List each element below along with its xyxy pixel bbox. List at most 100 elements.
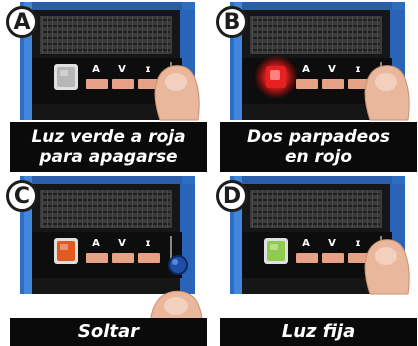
vent-rib bbox=[322, 190, 323, 228]
vent-slot bbox=[252, 37, 380, 39]
button-label: A bbox=[302, 238, 310, 249]
vent-rib bbox=[57, 190, 58, 228]
vent-rib bbox=[352, 190, 353, 228]
vent-rib bbox=[267, 16, 268, 54]
vent-rib bbox=[372, 16, 373, 54]
vent-rib bbox=[357, 16, 358, 54]
vent-rib bbox=[87, 190, 88, 228]
vent-rib bbox=[152, 16, 153, 54]
vent-rib bbox=[277, 190, 278, 228]
vent-rib bbox=[72, 16, 73, 54]
button-label: V bbox=[118, 64, 126, 75]
vent-rib bbox=[82, 16, 83, 54]
vent-slot bbox=[252, 205, 380, 207]
vent-rib bbox=[107, 16, 108, 54]
vent-rib bbox=[122, 16, 123, 54]
vent-slot bbox=[252, 217, 380, 219]
step-caption: Soltar bbox=[10, 318, 207, 346]
control-button bbox=[112, 253, 134, 263]
vent-slot bbox=[252, 193, 380, 195]
vent-rib bbox=[97, 16, 98, 54]
vent-slot bbox=[252, 223, 380, 225]
vent-rib bbox=[307, 190, 308, 228]
vent-rib bbox=[97, 190, 98, 228]
vent-rib bbox=[257, 16, 258, 54]
vent-rib bbox=[147, 190, 148, 228]
vent-rib bbox=[147, 16, 148, 54]
housing-highlight bbox=[234, 176, 242, 294]
button-label: A bbox=[92, 238, 100, 249]
vent-rib bbox=[112, 190, 113, 228]
vent-rib bbox=[117, 16, 118, 54]
step-caption: Luz fija bbox=[220, 318, 417, 346]
vent-rib bbox=[87, 16, 88, 54]
housing-highlight bbox=[24, 2, 32, 120]
vent-rib bbox=[287, 190, 288, 228]
control-button bbox=[322, 253, 344, 263]
vent-rib bbox=[297, 16, 298, 54]
vent-rib bbox=[142, 190, 143, 228]
vent-rib bbox=[157, 16, 158, 54]
vent-rib bbox=[257, 190, 258, 228]
vent-rib bbox=[322, 16, 323, 54]
vent-rib bbox=[342, 16, 343, 54]
button-label: V bbox=[118, 238, 126, 249]
led-highlight bbox=[60, 244, 68, 250]
status-led bbox=[57, 67, 75, 87]
vent-rib bbox=[62, 16, 63, 54]
fingernail bbox=[164, 297, 188, 315]
vent-rib bbox=[342, 190, 343, 228]
vent-rib bbox=[167, 190, 168, 228]
vent-slot bbox=[42, 31, 170, 33]
control-button bbox=[322, 79, 344, 89]
caption-line-2: para apagarse bbox=[39, 147, 178, 167]
fingernail bbox=[165, 73, 187, 91]
vent-rib bbox=[252, 190, 253, 228]
vent-rib bbox=[317, 16, 318, 54]
vent-rib bbox=[277, 16, 278, 54]
vent-rib bbox=[107, 190, 108, 228]
vent-rib bbox=[102, 190, 103, 228]
button-label: ɪ bbox=[145, 238, 150, 249]
vent-rib bbox=[57, 16, 58, 54]
vent-rib bbox=[92, 190, 93, 228]
vent-rib bbox=[297, 190, 298, 228]
vent-rib bbox=[282, 190, 283, 228]
vent-rib bbox=[122, 190, 123, 228]
vent-rib bbox=[332, 16, 333, 54]
vent-rib bbox=[367, 16, 368, 54]
vent-rib bbox=[262, 190, 263, 228]
step-badge: D bbox=[216, 180, 248, 212]
vent-rib bbox=[112, 16, 113, 54]
control-button bbox=[112, 79, 134, 89]
vent-rib bbox=[162, 16, 163, 54]
vent-slot bbox=[252, 43, 380, 45]
vent-rib bbox=[72, 190, 73, 228]
status-led bbox=[57, 241, 75, 261]
vent-rib bbox=[317, 190, 318, 228]
vent-rib bbox=[92, 16, 93, 54]
vent-rib bbox=[282, 16, 283, 54]
vent-rib bbox=[337, 190, 338, 228]
vent-slot bbox=[42, 37, 170, 39]
vent-rib bbox=[347, 190, 348, 228]
vent-rib bbox=[52, 16, 53, 54]
vent-rib bbox=[77, 190, 78, 228]
vent-slot bbox=[42, 211, 170, 213]
vent-rib bbox=[332, 190, 333, 228]
vent-rib bbox=[142, 16, 143, 54]
vent-rib bbox=[327, 190, 328, 228]
vent-rib bbox=[62, 190, 63, 228]
vent-rib bbox=[287, 16, 288, 54]
vent-rib bbox=[362, 16, 363, 54]
vent-rib bbox=[367, 190, 368, 228]
vent-slot bbox=[42, 193, 170, 195]
round-button-highlight bbox=[172, 259, 178, 265]
button-label: A bbox=[302, 64, 310, 75]
vent-rib bbox=[67, 16, 68, 54]
vent-rib bbox=[352, 16, 353, 54]
vent-rib bbox=[362, 190, 363, 228]
